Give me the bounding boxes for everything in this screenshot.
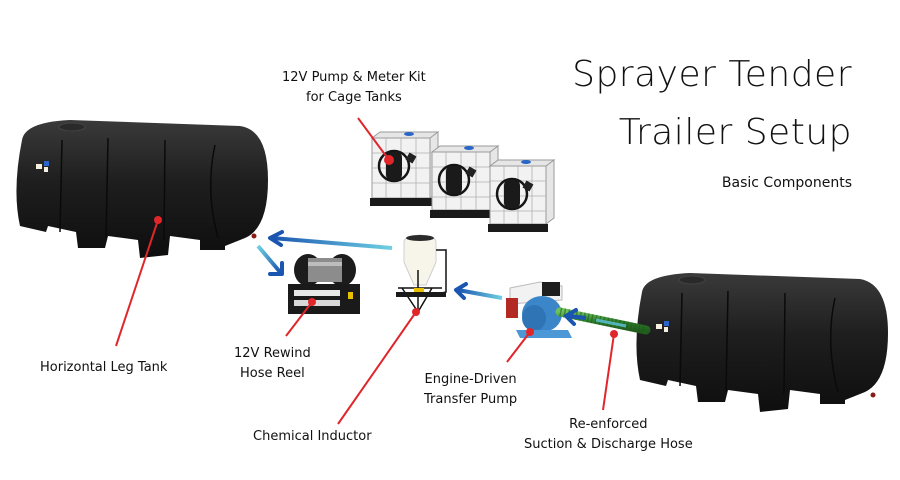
label-line: Suction & Discharge Hose <box>524 437 693 452</box>
leader-line-cage-pump <box>357 117 394 165</box>
label-chemical-inductor: Chemical Inductor <box>253 427 372 447</box>
flow-arrow <box>564 308 587 326</box>
leader-line-hose-reel <box>285 298 316 337</box>
label-line: Hose Reel <box>240 366 305 381</box>
label-hose-reel: 12V Rewind Hose Reel <box>234 344 311 384</box>
label-cage-pump-kit: 12V Pump & Meter Kit for Cage Tanks <box>282 68 426 108</box>
engine-pump-icon <box>506 281 572 338</box>
label-line: Re-enforced <box>569 417 648 432</box>
page-title-line1: Sprayer Tender <box>572 54 852 95</box>
label-line: for Cage Tanks <box>306 90 402 105</box>
horizontal-leg-tank-icon <box>16 120 269 258</box>
page-title-line2: Trailer Setup <box>618 112 852 153</box>
label-suction-hose: Re-enforced Suction & Discharge Hose <box>524 415 693 455</box>
leader-line-hose <box>602 330 618 411</box>
flow-arrow <box>256 244 284 276</box>
leader-line-transfer-pump <box>506 328 534 363</box>
label-line: Engine-Driven <box>424 372 517 387</box>
leader-line-leg-tank <box>115 216 162 347</box>
ibc-cage-tank-icon <box>370 131 556 232</box>
label-line: Horizontal Leg Tank <box>40 360 168 375</box>
horizontal-leg-tank-icon <box>636 273 888 412</box>
label-transfer-pump: Engine-Driven Transfer Pump <box>424 370 517 410</box>
label-line: Chemical Inductor <box>253 429 372 444</box>
chemical-inductor-icon <box>396 234 447 314</box>
label-line: 12V Rewind <box>234 346 311 361</box>
label-line: Transfer Pump <box>424 392 518 407</box>
flow-arrow <box>454 282 503 300</box>
page-subtitle: Basic Components <box>721 175 852 191</box>
flow-arrow <box>268 230 393 250</box>
hose-reel-icon <box>288 254 360 314</box>
label-line: 12V Pump & Meter Kit <box>282 70 426 85</box>
label-horizontal-leg-tank: Horizontal Leg Tank <box>40 358 167 378</box>
leader-line-inductor <box>337 308 420 425</box>
